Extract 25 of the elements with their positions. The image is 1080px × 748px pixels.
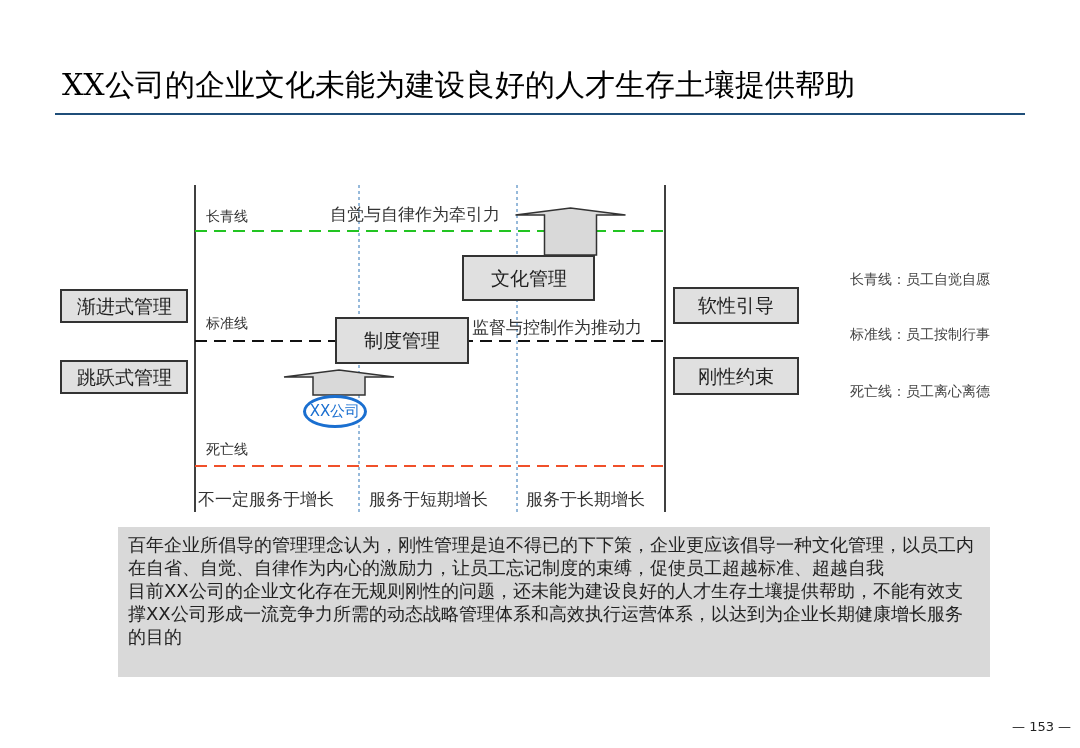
management-box: 渐进式管理 bbox=[60, 289, 188, 323]
diagram-label: 死亡线 bbox=[206, 440, 248, 459]
management-box: 文化管理 bbox=[462, 255, 595, 301]
diagram-label: 服务于长期增长 bbox=[526, 488, 645, 511]
diagram-label: 死亡线：员工离心离德 bbox=[850, 382, 990, 401]
block-arrow bbox=[283, 369, 395, 396]
diagram-label: 监督与控制作为推动力 bbox=[472, 316, 642, 339]
diagram-label: 自觉与自律作为牵引力 bbox=[330, 203, 500, 226]
management-box: 制度管理 bbox=[335, 317, 469, 364]
note-paragraph: 目前XX公司的企业文化存在无规则刚性的问题，还未能为建设良好的人才生存土壤提供帮助，不能有效支撑XX公司形成一流竞争力所需的动态战略管理体系和高效执行运营体系，以达到为企业长期健康增长服务的目的 bbox=[128, 579, 964, 648]
company-ellipse: XX公司 bbox=[303, 395, 367, 428]
management-box: 软性引导 bbox=[673, 287, 799, 324]
diagram-label: 服务于短期增长 bbox=[369, 488, 488, 511]
management-box: 跳跃式管理 bbox=[60, 360, 188, 394]
diagram-label: 长青线：员工自觉自愿 bbox=[850, 270, 990, 289]
diagram-label: 标准线 bbox=[206, 314, 248, 333]
block-arrow bbox=[514, 207, 627, 256]
diagram-label: 标准线：员工按制行事 bbox=[850, 325, 990, 344]
diagram-label: 长青线 bbox=[206, 207, 248, 226]
title: XX公司的企业文化未能为建设良好的人才生存土壤提供帮助 bbox=[62, 66, 855, 104]
management-box: 刚性约束 bbox=[673, 357, 799, 395]
note-paragraph: 百年企业所倡导的管理理念认为，刚性管理是迫不得已的下下策，企业更应该倡导一种文化管理，以员工内在自省、自觉、自律作为内心的激励力，让员工忘记制度的束缚，促使员工超越标准、超越自我 bbox=[128, 533, 975, 579]
diagram-label: — 153 — bbox=[1012, 718, 1072, 736]
diagram-label: 不一定服务于增长 bbox=[198, 488, 334, 511]
note-panel bbox=[118, 527, 990, 677]
